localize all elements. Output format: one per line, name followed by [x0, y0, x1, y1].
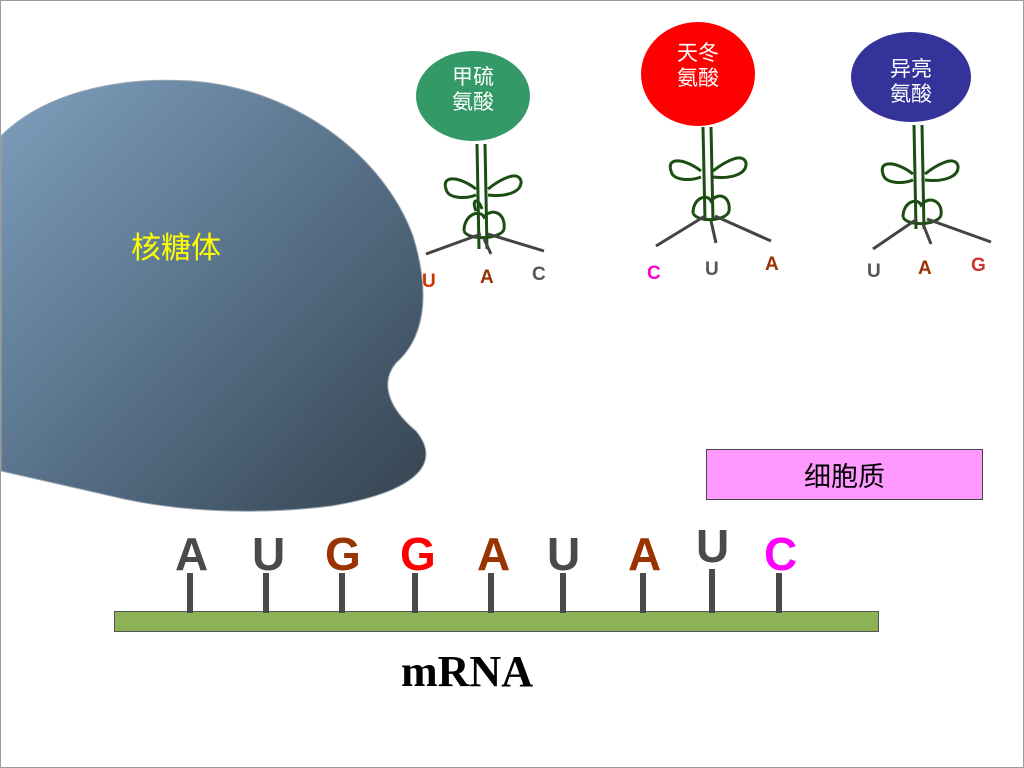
anticodon-base: C: [532, 264, 546, 285]
mrna-tick: [709, 569, 715, 613]
anticodon-base: A: [918, 258, 932, 279]
mrna-base: U: [252, 528, 286, 580]
amino-acid-label: 天冬氨酸: [677, 41, 719, 90]
mrna-tick: [640, 573, 646, 613]
mrna-tick: [263, 573, 269, 613]
mrna-base: C: [764, 528, 798, 580]
ribosome-shape: [1, 79, 427, 512]
mrna-base: U: [696, 520, 730, 572]
mrna-base: G: [325, 528, 361, 580]
mrna-base: A: [477, 528, 511, 580]
mrna-tick: [412, 573, 418, 613]
anticodon-base: G: [971, 255, 986, 276]
ribosome-label: 核糖体: [131, 231, 221, 266]
mrna-base: G: [400, 528, 436, 580]
trna-methionine: 甲硫氨酸 U A C: [416, 49, 566, 309]
trna-structure: [851, 32, 992, 251]
mrna-base: U: [547, 528, 581, 580]
mrna-label: mRNA: [401, 647, 533, 696]
anticodon-base: U: [422, 271, 436, 292]
trna-structure: [416, 51, 545, 256]
anticodon-base: A: [765, 254, 779, 275]
trna-isoleucine: 异亮氨酸 U A G: [851, 29, 1011, 294]
amino-acid-label: 甲硫氨酸: [452, 65, 494, 114]
mrna-tick: [339, 573, 345, 613]
amino-acid-label: 异亮氨酸: [890, 57, 932, 106]
trna-structure: [641, 22, 772, 248]
anticodon-base: A: [480, 267, 494, 288]
anticodon-base: C: [647, 263, 661, 284]
mrna-tick: [488, 573, 494, 613]
mrna-tick: [187, 573, 193, 613]
cytoplasm-label: 细胞质: [804, 462, 885, 493]
cytoplasm-label-box: 细胞质: [706, 449, 983, 500]
anticodon-base: U: [705, 259, 719, 280]
anticodon-base: U: [867, 261, 881, 282]
trna-aspartate: 天冬氨酸 C U A: [641, 21, 791, 291]
mrna-tick: [776, 573, 782, 613]
mrna-base: A: [628, 528, 662, 580]
mrna-base: A: [175, 528, 209, 580]
mrna-tick: [560, 573, 566, 613]
mrna-backbone: [114, 611, 879, 632]
